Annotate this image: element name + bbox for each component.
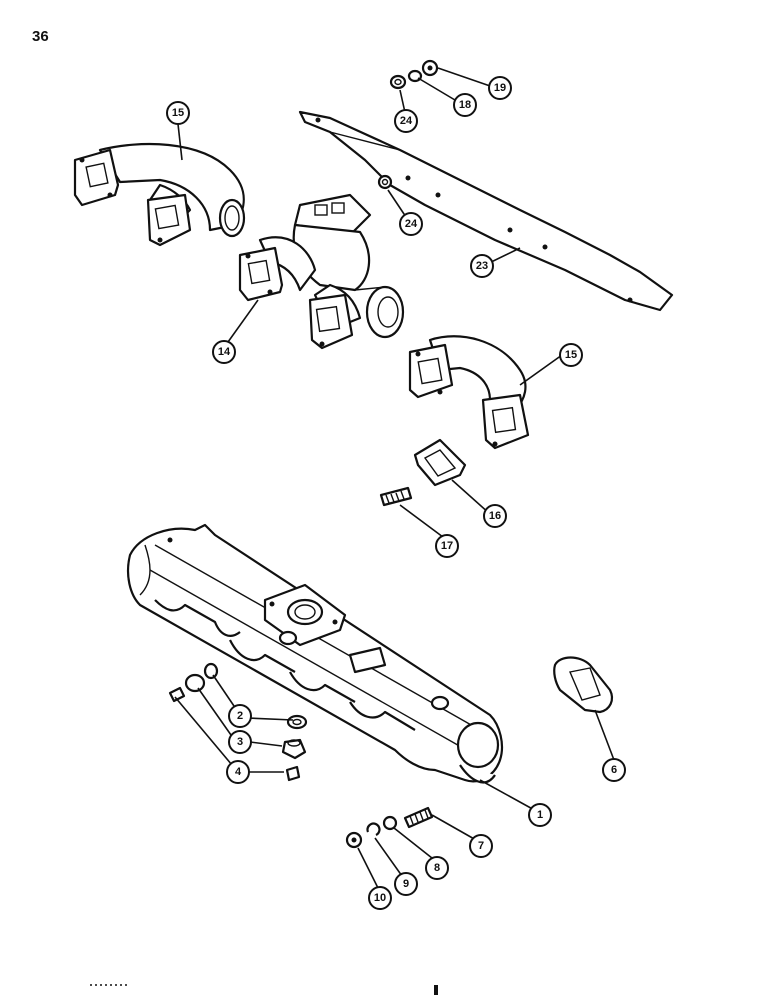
svg-text:10: 10 bbox=[374, 892, 386, 904]
washer-8-part bbox=[382, 815, 398, 831]
svg-text:18: 18 bbox=[459, 99, 471, 111]
leader-lines bbox=[174, 67, 615, 889]
stud-17-part bbox=[379, 486, 413, 507]
svg-text:24: 24 bbox=[405, 218, 418, 230]
lockwasher-9-part bbox=[366, 822, 381, 836]
svg-text:2: 2 bbox=[237, 710, 243, 722]
callout-14: 14 bbox=[212, 340, 236, 364]
nut-19-part bbox=[421, 59, 439, 77]
callout-10: 10 bbox=[368, 886, 392, 910]
washer-24b-part bbox=[377, 174, 393, 190]
washer-2-part bbox=[203, 662, 308, 730]
callout-3: 3 bbox=[228, 730, 252, 754]
svg-text:19: 19 bbox=[494, 82, 506, 94]
callout-15b: 15 bbox=[559, 343, 583, 367]
svg-text:15: 15 bbox=[172, 107, 184, 119]
svg-text:14: 14 bbox=[218, 346, 231, 358]
svg-text:8: 8 bbox=[434, 862, 440, 874]
gasket-16-part bbox=[413, 438, 467, 487]
callout-1: 1 bbox=[528, 803, 552, 827]
callout-6: 6 bbox=[602, 758, 626, 782]
washer-24a-part bbox=[389, 74, 407, 90]
callout-15a: 15 bbox=[166, 101, 190, 125]
callout-2: 2 bbox=[228, 704, 252, 728]
callout-18: 18 bbox=[453, 93, 477, 117]
stud-7-part bbox=[403, 806, 434, 829]
callout-19: 19 bbox=[488, 76, 512, 100]
svg-text:24: 24 bbox=[400, 115, 413, 127]
nut-10-part bbox=[345, 831, 363, 849]
callout-9: 9 bbox=[394, 872, 418, 896]
callout-8: 8 bbox=[425, 856, 449, 880]
callout-17: 17 bbox=[435, 534, 459, 558]
svg-text:1: 1 bbox=[537, 809, 543, 821]
plug-4-part bbox=[168, 686, 301, 782]
callout-24a: 24 bbox=[394, 109, 418, 133]
callout-24b: 24 bbox=[399, 212, 423, 236]
callout-7: 7 bbox=[469, 834, 493, 858]
callout-23: 23 bbox=[470, 254, 494, 278]
svg-text:17: 17 bbox=[441, 540, 453, 552]
elbow-pipe-right-part bbox=[408, 335, 530, 450]
plug-3-part bbox=[184, 673, 307, 760]
svg-text:16: 16 bbox=[489, 510, 501, 522]
page-number: 36 bbox=[32, 28, 49, 45]
callout-16: 16 bbox=[483, 504, 507, 528]
manifold-center-part bbox=[238, 193, 405, 350]
svg-text:15: 15 bbox=[565, 349, 577, 361]
svg-text:9: 9 bbox=[403, 878, 409, 890]
svg-text:23: 23 bbox=[476, 260, 488, 272]
callout-4: 4 bbox=[226, 760, 250, 784]
scan-artifacts bbox=[90, 984, 438, 995]
svg-text:4: 4 bbox=[235, 766, 242, 778]
exhaust-manifold-part bbox=[126, 523, 504, 784]
svg-text:7: 7 bbox=[478, 840, 484, 852]
svg-text:3: 3 bbox=[237, 736, 243, 748]
gasket-6-part bbox=[553, 656, 614, 714]
svg-text:6: 6 bbox=[611, 764, 617, 776]
elbow-pipe-left-part bbox=[73, 142, 246, 247]
